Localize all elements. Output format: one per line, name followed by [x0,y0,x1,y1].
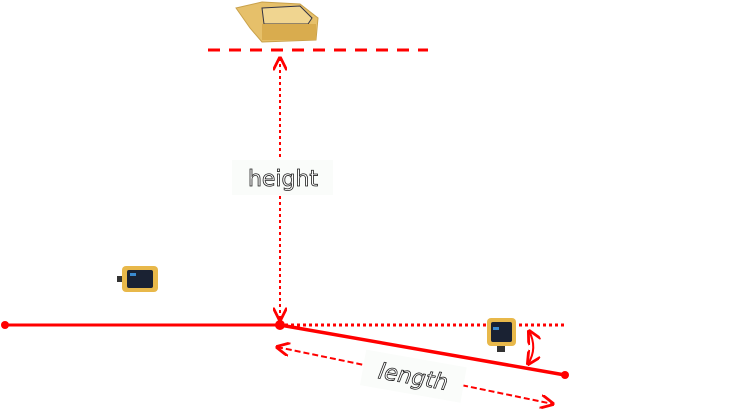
gnss-receiver-icon [235,1,319,43]
height-label: height [232,160,333,195]
height-label-text: height [248,167,318,192]
left-endpoint [1,321,9,329]
boom-endpoint [561,371,569,379]
angle-arc [528,331,533,364]
tilt-sensor-icon [487,318,516,352]
length-label: length [359,349,467,403]
tilt-sensor-icon [117,266,158,292]
